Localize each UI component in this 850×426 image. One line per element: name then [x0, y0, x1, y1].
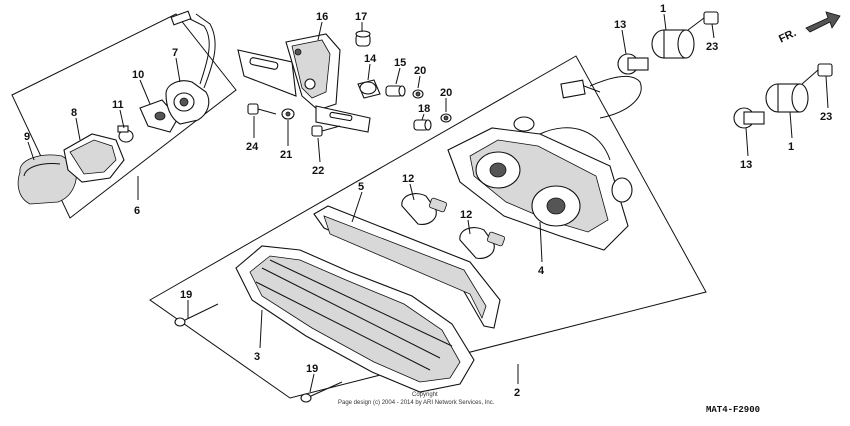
part-20-nut-lower — [440, 113, 452, 123]
taillight-assembly-outline — [149, 55, 707, 399]
part-20-nut-upper — [412, 89, 424, 99]
part-13-collar-lower — [733, 107, 765, 129]
callout-13-lower: 13 — [740, 159, 752, 171]
part-7-socket-cord — [165, 10, 216, 125]
callout-5: 5 — [358, 181, 364, 193]
copyright-line-2: Page design (c) 2004 - 2014 by ARI Netwo… — [338, 400, 495, 406]
callout-labels: 9 8 11 10 7 6 16 17 14 15 20 20 18 24 21… — [24, 3, 832, 399]
callout-20-lower: 20 — [440, 87, 452, 99]
front-direction-label: FR. — [777, 27, 798, 45]
callout-7: 7 — [172, 47, 178, 59]
callout-19-lower: 19 — [306, 363, 318, 375]
part-9-license-lens — [17, 154, 77, 205]
callout-9: 9 — [24, 131, 30, 143]
callout-10: 10 — [132, 69, 144, 81]
part-8-housing — [63, 133, 125, 183]
part-19-screw-upper — [174, 303, 219, 327]
part-5-gasket — [313, 205, 501, 329]
leader-lines — [27, 13, 829, 393]
callout-22: 22 — [312, 165, 324, 177]
part-1-grommet-lower — [765, 83, 809, 113]
part-15-collar — [385, 85, 406, 97]
callout-14: 14 — [364, 53, 377, 65]
callout-8: 8 — [71, 107, 77, 119]
callout-24: 24 — [246, 141, 259, 153]
part-16-license-bracket — [237, 33, 371, 133]
part-23-bolt-lower — [801, 63, 833, 85]
callout-18: 18 — [418, 103, 430, 115]
callout-4: 4 — [538, 265, 545, 277]
part-23-bolt-upper — [687, 11, 719, 31]
callout-6: 6 — [134, 205, 140, 217]
part-18-collar — [413, 119, 432, 131]
part-21-washer — [281, 108, 295, 120]
part-4-taillight-base — [447, 75, 642, 251]
part-12-bulb-lower — [459, 227, 506, 259]
part-14-grommet — [357, 79, 381, 99]
callout-19-upper: 19 — [180, 289, 192, 301]
part-11-bulb — [117, 125, 134, 143]
part-17-grommet — [355, 30, 371, 47]
part-24-bolt — [247, 103, 277, 115]
part-13-collar-upper — [617, 53, 649, 75]
callout-11: 11 — [112, 99, 124, 111]
part-1-grommet-upper — [651, 29, 695, 59]
diagram-code: MAT4-F2900 — [706, 405, 760, 415]
callout-17: 17 — [355, 11, 367, 23]
front-direction-indicator: FR. — [777, 11, 841, 45]
part-19-screw-lower — [300, 381, 343, 403]
callout-2: 2 — [514, 387, 520, 399]
callout-21: 21 — [280, 149, 292, 161]
callout-23-lower: 23 — [820, 111, 832, 123]
callout-15: 15 — [394, 57, 406, 69]
part-22-bolt — [311, 125, 341, 137]
callout-23-upper: 23 — [706, 41, 718, 53]
callout-20-upper: 20 — [414, 65, 426, 77]
callout-12-lower: 12 — [460, 209, 472, 221]
callout-3: 3 — [254, 351, 260, 363]
copyright-line-1: Copyright — [412, 392, 438, 398]
callout-1-upper: 1 — [660, 3, 666, 15]
part-3-taillight-lens — [235, 245, 475, 393]
callout-13-upper: 13 — [614, 19, 626, 31]
part-12-bulb-upper — [401, 193, 448, 225]
taillight-connector — [560, 79, 601, 99]
callout-1-lower: 1 — [788, 141, 794, 153]
callout-12-upper: 12 — [402, 173, 414, 185]
callout-16: 16 — [316, 11, 328, 23]
